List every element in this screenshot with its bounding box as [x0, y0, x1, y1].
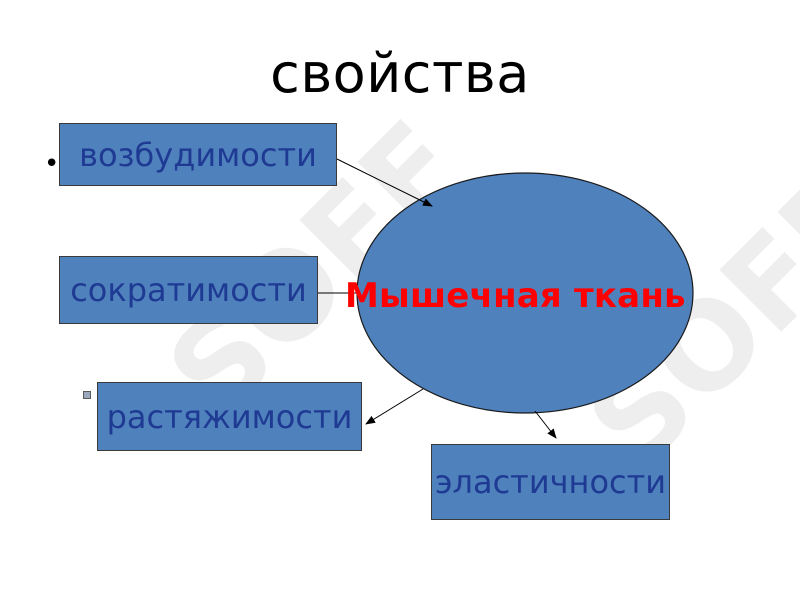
property-box-elasticity: эластичности — [431, 444, 670, 520]
bullet-dot: • — [44, 149, 60, 179]
arrow-to-stretch — [365, 388, 424, 425]
property-label: растяжимости — [106, 397, 353, 436]
center-label: Мышечная ткань — [345, 276, 686, 316]
arrow-to-center — [336, 158, 433, 207]
property-label: сократимости — [70, 271, 307, 309]
property-label: эластичности — [434, 463, 667, 501]
bullet-square — [83, 391, 91, 399]
slide-title: свойства — [270, 42, 530, 105]
property-box-extensibility: растяжимости — [97, 382, 362, 451]
property-box-contractility: сократимости — [59, 256, 318, 324]
property-label: возбудимости — [79, 135, 317, 174]
arrow-to-elastic — [534, 410, 557, 439]
property-box-excitability: возбудимости — [59, 123, 337, 186]
